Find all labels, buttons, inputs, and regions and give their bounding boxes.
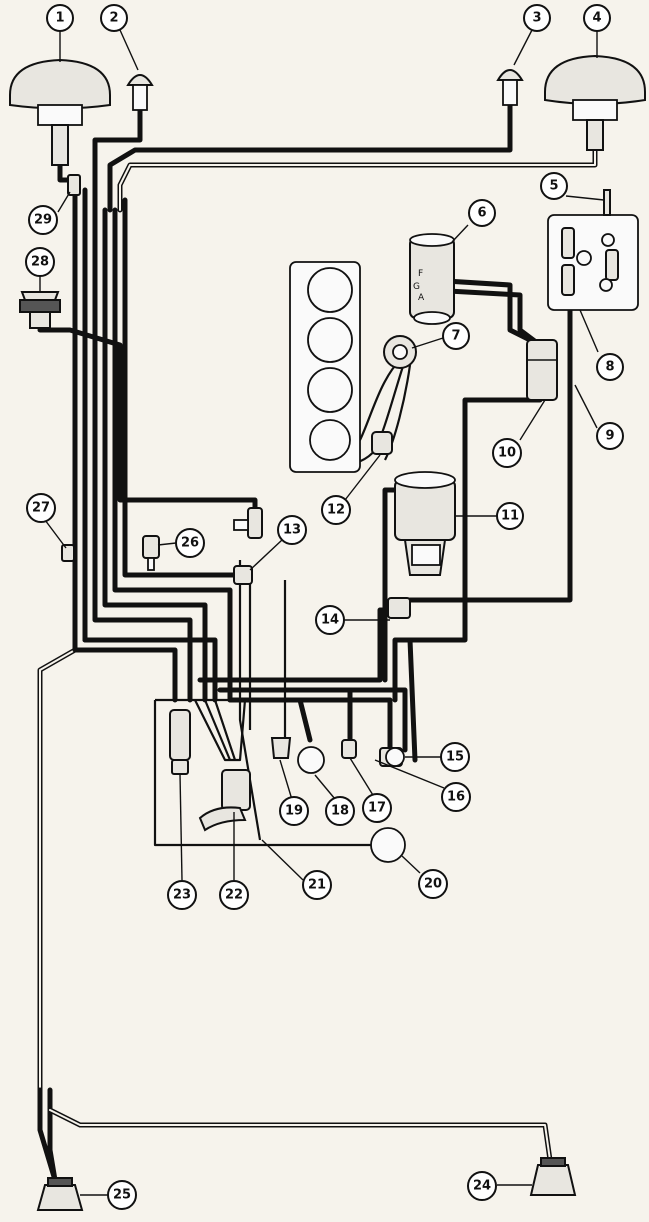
- callout-20: 20: [418, 869, 448, 899]
- callout-3-label: 3: [532, 11, 541, 26]
- callout-8-label: 8: [605, 360, 614, 375]
- pin-a-label: A: [418, 293, 425, 303]
- callout-14: 14: [315, 605, 345, 635]
- component-tail-lamp-right: [529, 1157, 577, 1196]
- component-generator: F G A: [409, 233, 455, 325]
- component-headlamp-right: [544, 54, 646, 151]
- component-connector-27: [61, 544, 75, 562]
- callout-3: 3: [523, 4, 551, 32]
- callout-9: 9: [596, 422, 624, 450]
- callout-8: 8: [596, 353, 624, 381]
- component-oil-pressure-switch: [233, 565, 253, 585]
- leader-lines: [39, 29, 605, 1196]
- callout-26-label: 26: [181, 536, 199, 551]
- component-tail-lamp-left: [36, 1177, 84, 1211]
- callout-18: 18: [325, 796, 355, 826]
- component-ignition-switch: [169, 709, 191, 775]
- callout-28: 28: [25, 247, 55, 277]
- callout-11-label: 11: [501, 509, 519, 524]
- component-temp-sender: [233, 507, 263, 539]
- callout-20-label: 20: [424, 877, 442, 892]
- callout-22-label: 22: [225, 888, 243, 903]
- component-horn-button: [142, 535, 160, 571]
- component-horn-left: [126, 74, 154, 111]
- callout-1-label: 1: [55, 11, 64, 26]
- component-engine-block: [289, 261, 361, 473]
- callout-21: 21: [302, 870, 332, 900]
- callout-2: 2: [100, 4, 128, 32]
- callout-10-label: 10: [498, 446, 516, 461]
- callout-23: 23: [167, 880, 197, 910]
- callout-27: 27: [26, 493, 56, 523]
- component-headlamp-left: [9, 58, 111, 166]
- callout-4-label: 4: [592, 11, 601, 26]
- callout-2-label: 2: [109, 11, 118, 26]
- callout-11: 11: [496, 502, 524, 530]
- callout-12-label: 12: [327, 503, 345, 518]
- callout-15-label: 15: [446, 750, 464, 765]
- component-stop-light-switch: [387, 597, 411, 619]
- component-light-switch: [198, 769, 251, 832]
- callout-12: 12: [321, 495, 351, 525]
- callout-13-label: 13: [283, 523, 301, 538]
- callout-9-label: 9: [605, 429, 614, 444]
- callout-16-label: 16: [447, 790, 465, 805]
- callouts: 1 2 3 4 5 6 7 8 9 10 11 12 13 14 15 16 1…: [25, 4, 624, 1210]
- wiring-harness: [37, 97, 598, 1183]
- callout-13: 13: [277, 515, 307, 545]
- callout-22: 22: [219, 880, 249, 910]
- callout-24: 24: [467, 1171, 497, 1201]
- component-junction-29: [67, 174, 81, 196]
- callout-25-label: 25: [113, 1188, 131, 1203]
- pin-g-label: G: [413, 282, 420, 292]
- callout-19: 19: [279, 796, 309, 826]
- callout-10: 10: [492, 438, 522, 468]
- callout-27-label: 27: [32, 501, 50, 516]
- component-dash-gauges: [270, 737, 406, 863]
- callout-17: 17: [362, 793, 392, 823]
- callout-7: 7: [442, 322, 470, 350]
- callout-14-label: 14: [321, 613, 339, 628]
- callout-29: 29: [28, 205, 58, 235]
- callout-5: 5: [540, 172, 568, 200]
- component-horn-right: [496, 69, 524, 106]
- callout-1: 1: [46, 4, 74, 32]
- component-voltage-regulator: [526, 339, 558, 401]
- component-fuse-panel: [547, 189, 639, 311]
- callout-7-label: 7: [451, 329, 460, 344]
- callout-29-label: 29: [34, 213, 52, 228]
- pin-f-label: F: [418, 269, 423, 279]
- callout-28-label: 28: [31, 255, 49, 270]
- callout-21-label: 21: [308, 878, 326, 893]
- callout-19-label: 19: [285, 804, 303, 819]
- callout-15: 15: [440, 742, 470, 772]
- component-distributor: [383, 335, 417, 369]
- callout-18-label: 18: [331, 804, 349, 819]
- callout-24-label: 24: [473, 1179, 491, 1194]
- component-ignition-coil: [371, 431, 393, 455]
- component-starting-motor: [394, 471, 456, 576]
- callout-17-label: 17: [368, 801, 386, 816]
- callout-4: 4: [583, 4, 611, 32]
- callout-25: 25: [107, 1180, 137, 1210]
- callout-6-label: 6: [477, 206, 486, 221]
- callout-16: 16: [441, 782, 471, 812]
- component-dimmer-switch: [19, 291, 61, 329]
- callout-6: 6: [468, 199, 496, 227]
- callout-23-label: 23: [173, 888, 191, 903]
- callout-5-label: 5: [549, 179, 558, 194]
- callout-26: 26: [175, 528, 205, 558]
